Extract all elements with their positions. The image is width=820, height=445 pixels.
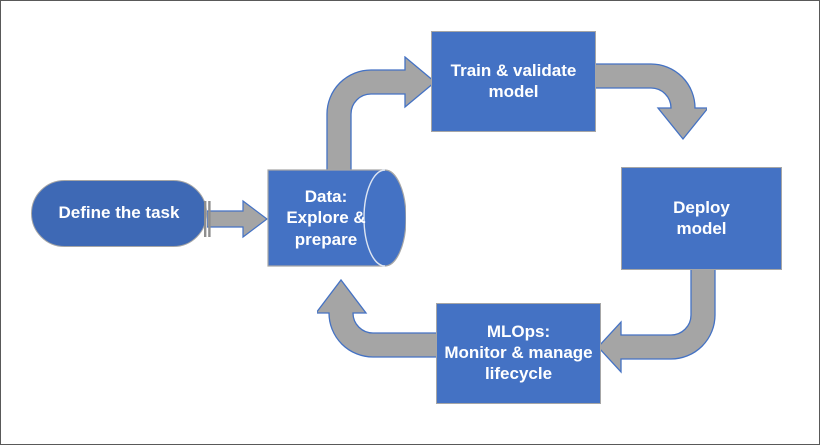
node-mlops-monitor-manage[interactable]: MLOps: Monitor & manage lifecycle [436,303,601,404]
arrow-train-to-deploy [595,59,707,171]
arrow-data-to-train [319,56,437,171]
define-task-connector-marks [204,201,213,237]
node-deploy-model[interactable]: Deploy model [621,167,782,270]
arrow-mlops-to-data [317,267,439,379]
arrow-define-to-data [207,199,269,239]
node-data-explore-prepare[interactable]: Data: Explore & prepare [267,169,406,267]
arrow-deploy-to-mlops [599,269,717,381]
node-define-task[interactable]: Define the task [31,180,207,247]
node-train-validate-model[interactable]: Train & validate model [431,31,596,132]
